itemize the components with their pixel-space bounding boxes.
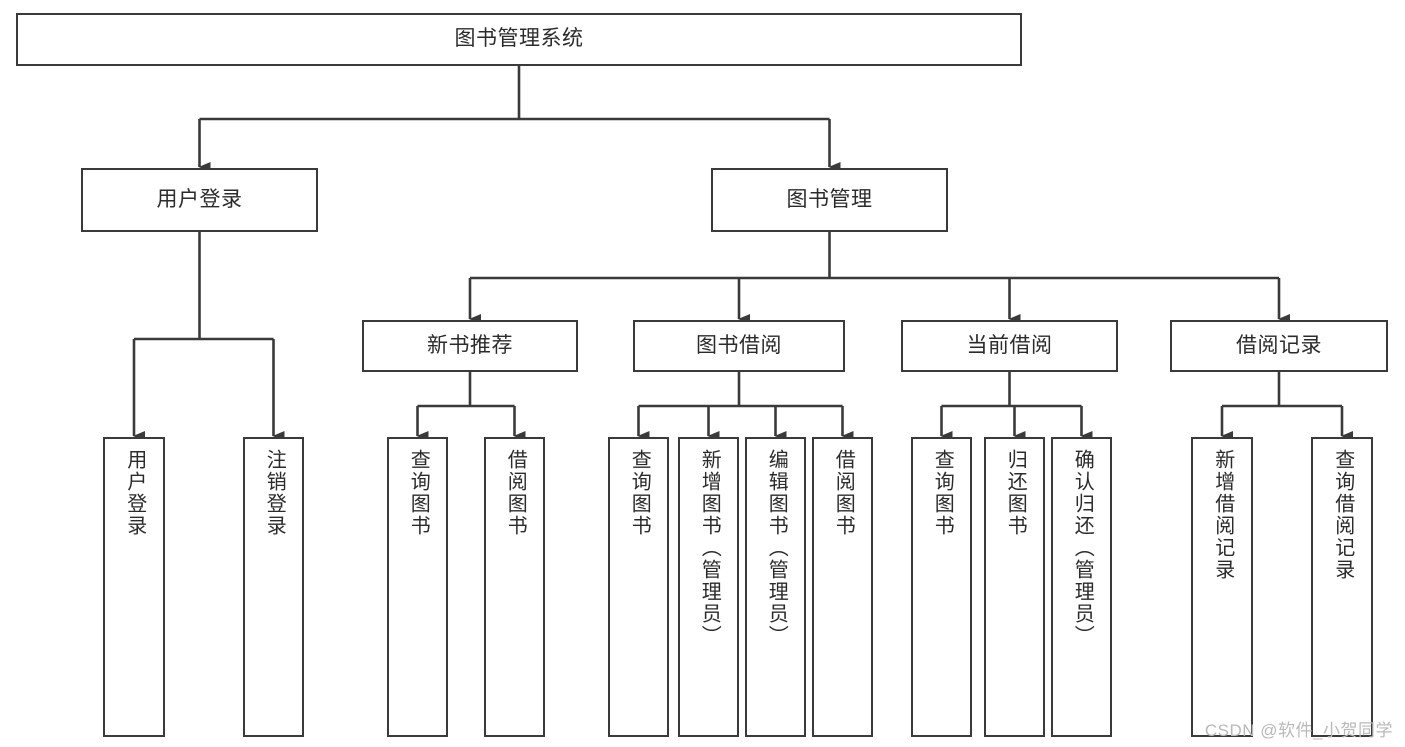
node-label-records: 借阅记录 [1236, 333, 1322, 357]
node-leaf-bo-add[interactable]: 新增图书（管理员） [678, 437, 739, 737]
node-leaf-login[interactable]: 用户登录 [103, 437, 165, 737]
node-label-borrow: 图书借阅 [696, 333, 782, 357]
node-label-newbook: 新书推荐 [427, 333, 513, 357]
node-label-leaf-cu-query: 查询图书 [931, 449, 954, 537]
node-login[interactable]: 用户登录 [81, 168, 318, 232]
node-label-bookmgmt: 图书管理 [786, 187, 873, 211]
node-label-leaf-nb-query: 查询图书 [407, 449, 430, 537]
node-newbook[interactable]: 新书推荐 [362, 320, 578, 372]
node-label-leaf-re-add: 新增借阅记录 [1211, 449, 1234, 581]
node-bookmgmt[interactable]: 图书管理 [711, 168, 948, 232]
node-label-leaf-re-query: 查询借阅记录 [1331, 449, 1354, 581]
node-leaf-re-query[interactable]: 查询借阅记录 [1311, 437, 1373, 737]
node-borrow[interactable]: 图书借阅 [633, 320, 845, 372]
node-label-leaf-login: 用户登录 [123, 449, 146, 537]
node-label-leaf-bo-edit: 编辑图书（管理员） [765, 449, 788, 647]
node-label-leaf-logout: 注销登录 [263, 449, 286, 537]
node-label-leaf-cu-return: 归还图书 [1004, 449, 1027, 537]
node-root[interactable]: 图书管理系统 [16, 13, 1022, 66]
node-leaf-cu-return[interactable]: 归还图书 [984, 437, 1045, 737]
node-leaf-nb-borrow[interactable]: 借阅图书 [484, 437, 545, 737]
node-leaf-re-add[interactable]: 新增借阅记录 [1191, 437, 1253, 737]
node-leaf-bo-edit[interactable]: 编辑图书（管理员） [745, 437, 806, 737]
node-leaf-cu-query[interactable]: 查询图书 [911, 437, 972, 737]
node-leaf-nb-query[interactable]: 查询图书 [387, 437, 448, 737]
node-label-root: 图书管理系统 [454, 27, 584, 51]
node-label-leaf-bo-add: 新增图书（管理员） [698, 449, 721, 647]
node-leaf-cu-confirm[interactable]: 确认归还（管理员） [1051, 437, 1112, 737]
node-label-leaf-bo-query: 查询图书 [628, 449, 651, 537]
node-label-current: 当前借阅 [966, 333, 1053, 357]
node-label-leaf-nb-borrow: 借阅图书 [504, 449, 527, 537]
node-leaf-logout[interactable]: 注销登录 [243, 437, 304, 737]
node-label-leaf-bo-lend: 借阅图书 [832, 449, 855, 537]
node-leaf-bo-query[interactable]: 查询图书 [608, 437, 669, 737]
node-label-leaf-cu-confirm: 确认归还（管理员） [1071, 449, 1094, 647]
node-records[interactable]: 借阅记录 [1170, 320, 1388, 372]
node-label-login: 用户登录 [156, 187, 243, 211]
node-current[interactable]: 当前借阅 [901, 320, 1118, 372]
node-leaf-bo-lend[interactable]: 借阅图书 [812, 437, 873, 737]
